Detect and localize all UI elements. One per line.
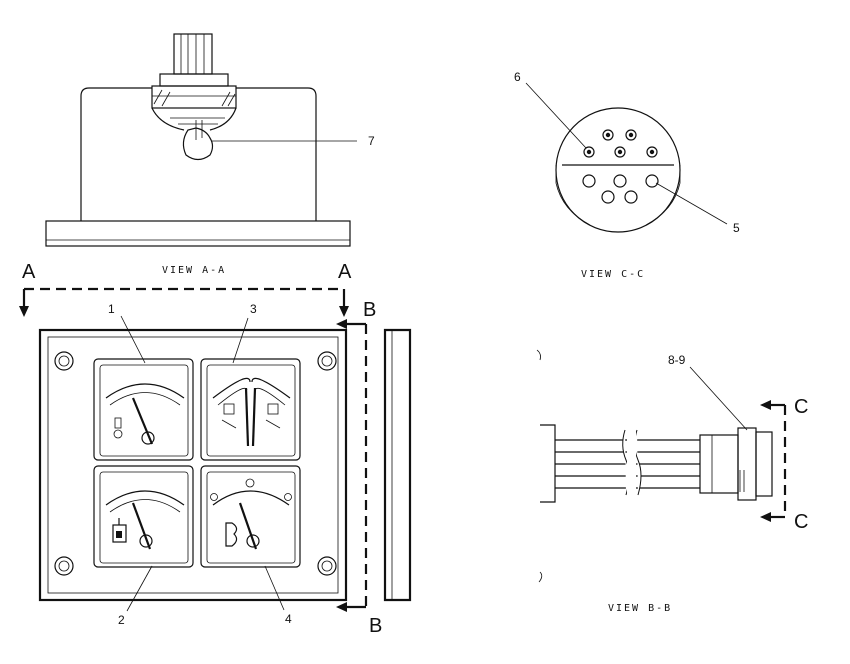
- gauge-4: [200, 465, 301, 568]
- section-letter-a-right: A: [338, 261, 352, 283]
- callout-8-9: 8-9: [668, 353, 686, 367]
- section-letter-c-top: C: [794, 396, 808, 418]
- gauge-3: [200, 358, 301, 461]
- gauge-panel: [38, 328, 348, 602]
- view-aa-drawing: 7: [45, 33, 375, 247]
- callout-7: 7: [368, 134, 375, 148]
- section-letter-b-bottom: B: [369, 615, 382, 637]
- section-line-bb: B B: [336, 299, 382, 637]
- callout-5: 5: [733, 221, 740, 235]
- callout-1: 1: [108, 302, 115, 316]
- view-cc-connector-face: 6 5: [514, 70, 740, 235]
- callout-3: 3: [250, 302, 257, 316]
- view-cc-title: VIEW C-C: [581, 269, 645, 280]
- view-bb-connector-side: 8-9: [536, 349, 773, 583]
- section-line-aa: A A: [19, 261, 352, 317]
- gauge-2: [93, 465, 194, 568]
- section-letter-a-left: A: [22, 261, 36, 283]
- gauge-callouts: 1 3 2 4: [108, 302, 292, 627]
- view-bb-title: VIEW B-B: [608, 603, 672, 614]
- callout-6: 6: [514, 70, 521, 84]
- panel-side-profile: [383, 328, 412, 602]
- section-letter-c-bottom: C: [794, 511, 808, 533]
- gauge-1: [93, 358, 194, 461]
- callout-2: 2: [118, 613, 125, 627]
- callout-4: 4: [285, 612, 292, 626]
- view-aa-title: VIEW A-A: [162, 265, 226, 276]
- section-line-cc: C C: [760, 396, 808, 533]
- section-letter-b-top: B: [363, 299, 376, 321]
